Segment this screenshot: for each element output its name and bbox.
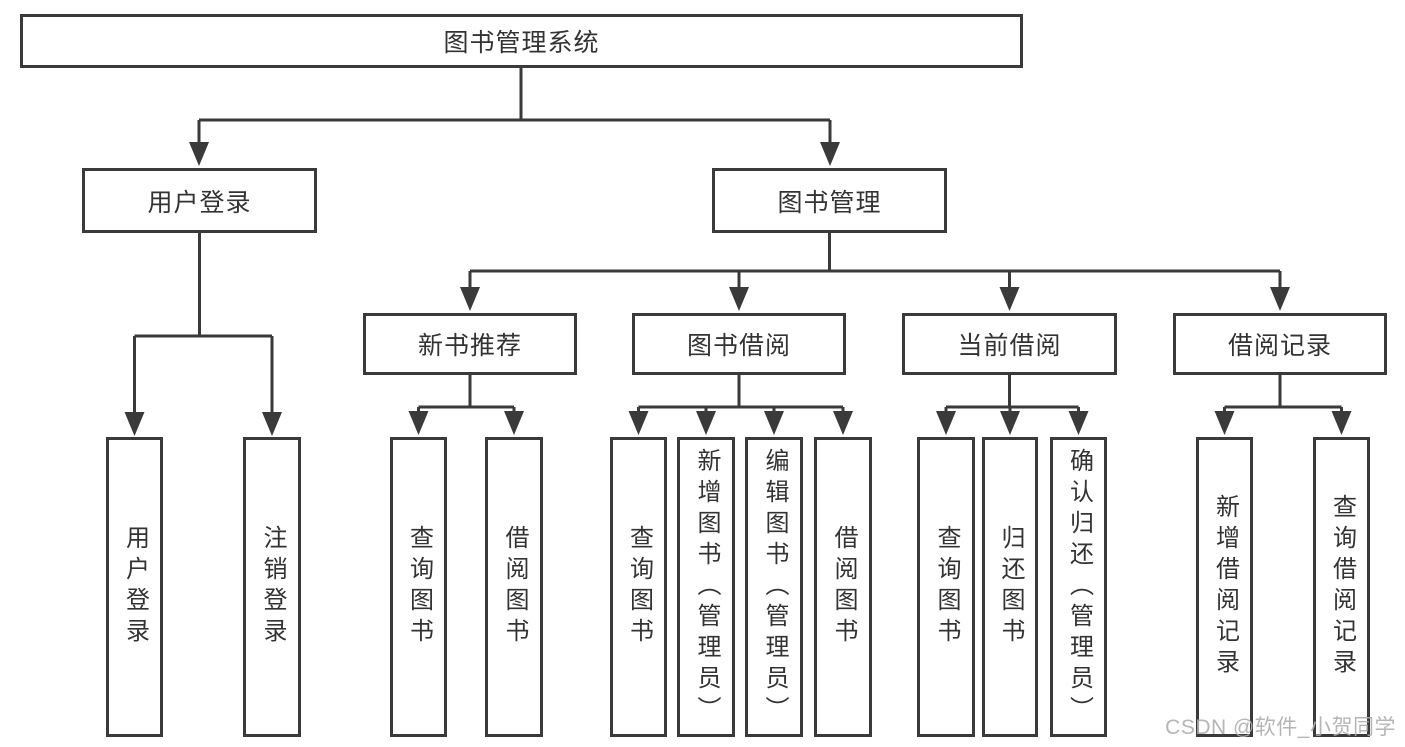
node-current-borrowing: 当前借阅 xyxy=(902,313,1117,375)
connector-borrowing-records-to-leaves xyxy=(1223,375,1343,413)
arrowhead xyxy=(408,411,429,435)
node-label: 新书推荐 xyxy=(417,332,522,360)
arrowhead xyxy=(504,411,524,435)
node-label: 新增借阅记录 xyxy=(1211,494,1239,680)
arrowhead xyxy=(999,287,1020,311)
arrowhead xyxy=(729,287,749,311)
node-label: 借阅记录 xyxy=(1227,332,1332,360)
node-label: 新增图书（管理员） xyxy=(693,447,720,727)
csdn-watermark: CSDN @软件_小贺同学 xyxy=(1165,716,1396,739)
arrowhead xyxy=(124,412,145,436)
connector-root-to-level2 xyxy=(197,68,832,144)
leaf-query-books: 查询图书 xyxy=(610,437,667,737)
node-user-login: 用户登录 xyxy=(82,168,317,233)
node-label: 查询借阅记录 xyxy=(1328,494,1356,680)
arrowhead xyxy=(1270,287,1290,311)
arrowhead xyxy=(628,411,649,435)
arrowhead xyxy=(460,287,480,311)
node-label: 当前借阅 xyxy=(957,332,1062,360)
node-label: 图书管理 xyxy=(777,188,882,217)
arrowhead xyxy=(820,142,840,166)
node-label: 用户登录 xyxy=(121,525,149,649)
connector-user-login-to-leaves xyxy=(133,233,274,414)
node-book-management: 图书管理 xyxy=(712,168,947,233)
node-new-book-recommend: 新书推荐 xyxy=(363,313,577,375)
arrowhead xyxy=(189,142,209,166)
node-label: 图书管理系统 xyxy=(443,29,600,57)
node-label: 用户登录 xyxy=(147,188,252,217)
arrowhead xyxy=(764,411,784,435)
node-label: 注销登录 xyxy=(259,525,286,649)
node-label: 查询图书 xyxy=(405,525,433,649)
leaf-query-books: 查询图书 xyxy=(917,437,975,737)
arrowhead xyxy=(833,411,853,435)
connector-book-management-to-level3 xyxy=(468,233,1282,289)
arrowhead xyxy=(262,412,282,436)
node-library-management-system: 图书管理系统 xyxy=(20,14,1023,68)
node-book-borrowing: 图书借阅 xyxy=(632,313,846,375)
arrowhead xyxy=(936,411,956,435)
arrowhead xyxy=(1068,411,1089,435)
node-borrowing-records: 借阅记录 xyxy=(1173,313,1387,375)
connector-current-borrowing-to-leaves xyxy=(944,375,1080,413)
node-label: 归还图书 xyxy=(997,525,1024,649)
node-label: 查询图书 xyxy=(933,525,960,649)
leaf-user-login: 用户登录 xyxy=(106,437,163,737)
connector-new-book-recommend-to-leaves xyxy=(417,375,516,413)
leaf-logout: 注销登录 xyxy=(243,437,301,737)
node-label: 确认归还（管理员） xyxy=(1065,447,1093,727)
leaf-query-books: 查询图书 xyxy=(390,437,447,737)
leaf-query-borrow-record: 查询借阅记录 xyxy=(1313,437,1370,737)
node-label: 借阅图书 xyxy=(501,525,528,649)
node-label: 图书借阅 xyxy=(686,332,791,360)
leaf-confirm-return-admin: 确认归还（管理员） xyxy=(1050,437,1107,737)
node-label: 查询图书 xyxy=(625,525,653,649)
connector-book-borrowing-to-leaves xyxy=(637,375,845,413)
leaf-borrow-books: 借阅图书 xyxy=(814,437,872,737)
leaf-add-borrow-record: 新增借阅记录 xyxy=(1196,437,1253,737)
leaf-borrow-books: 借阅图书 xyxy=(485,437,543,737)
leaf-add-book-admin: 新增图书（管理员） xyxy=(677,437,735,737)
arrowhead xyxy=(1214,411,1235,435)
arrowhead xyxy=(1331,411,1352,435)
node-label: 借阅图书 xyxy=(830,525,857,649)
node-label: 编辑图书（管理员） xyxy=(761,447,788,727)
leaf-return-books: 归还图书 xyxy=(982,437,1038,737)
arrowhead xyxy=(696,411,716,435)
arrowhead xyxy=(1000,411,1020,435)
leaf-edit-book-admin: 编辑图书（管理员） xyxy=(745,437,803,737)
